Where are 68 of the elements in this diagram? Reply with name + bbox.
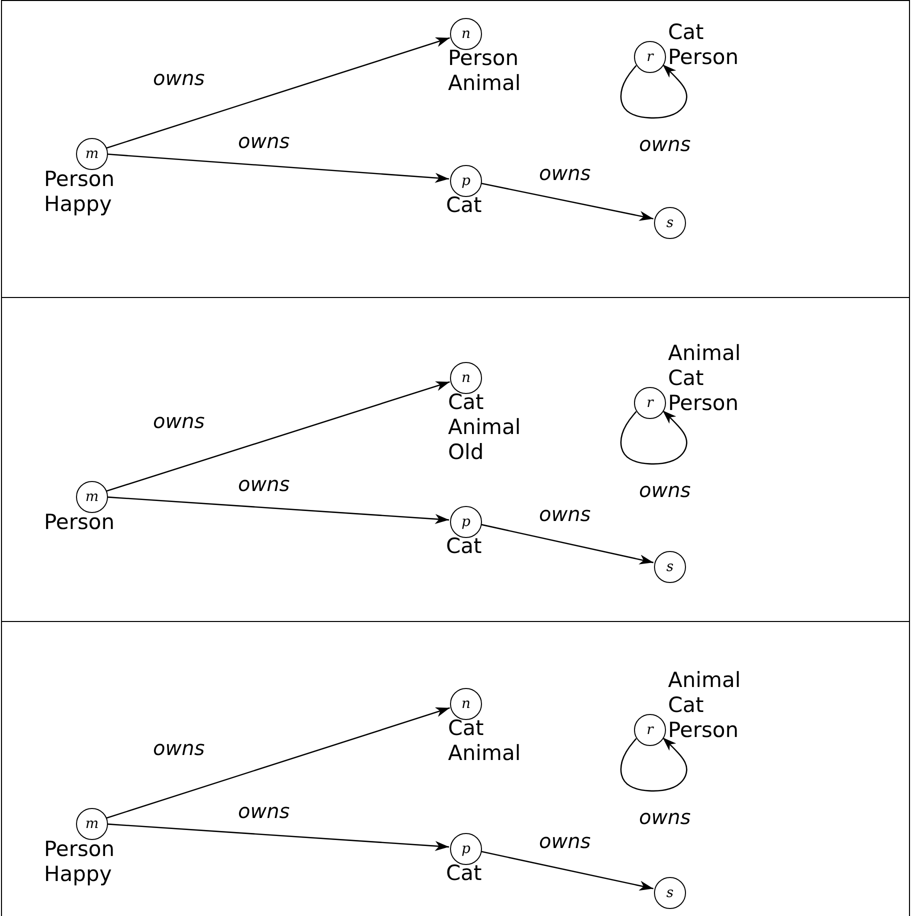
type-label: Cat bbox=[668, 693, 704, 718]
type-label: Cat bbox=[448, 716, 484, 741]
node-circle bbox=[450, 833, 482, 865]
self-loop-arrow bbox=[620, 737, 688, 792]
node-circle bbox=[634, 714, 666, 746]
type-label: Person bbox=[44, 167, 115, 192]
node-letter: r bbox=[646, 50, 654, 64]
node-circle bbox=[654, 207, 686, 239]
node-circle bbox=[76, 808, 108, 840]
type-label: Animal bbox=[448, 71, 521, 96]
arrow bbox=[480, 182, 654, 221]
type-label: Person bbox=[44, 837, 115, 862]
node-letter: s bbox=[666, 886, 674, 900]
node-letter: p bbox=[462, 842, 470, 856]
type-label: Animal bbox=[668, 341, 741, 366]
node-letter: p bbox=[462, 515, 470, 529]
arrow bbox=[106, 496, 450, 524]
arrow bbox=[106, 37, 450, 149]
node-circle bbox=[450, 18, 482, 50]
type-label: Cat bbox=[446, 534, 482, 559]
node-circle bbox=[76, 138, 108, 170]
self-loop-arrow bbox=[620, 64, 688, 119]
arrow bbox=[106, 823, 450, 851]
type-label: Cat bbox=[668, 366, 704, 391]
type-label: Cat bbox=[668, 20, 704, 45]
type-label: Person bbox=[668, 45, 739, 70]
self-loop-arrow bbox=[620, 410, 688, 465]
type-label: Cat bbox=[448, 390, 484, 415]
type-label: Animal bbox=[668, 668, 741, 693]
node-circle bbox=[450, 688, 482, 720]
panel bbox=[1, 621, 910, 916]
node-circle bbox=[634, 41, 666, 73]
node-letter: r bbox=[646, 396, 654, 410]
arrow bbox=[480, 850, 654, 891]
node-letter: s bbox=[666, 560, 674, 574]
panel bbox=[1, 0, 910, 298]
type-label: Old bbox=[448, 440, 484, 465]
node-letter: m bbox=[85, 490, 99, 504]
node-letter: n bbox=[461, 697, 471, 711]
node-circle bbox=[450, 506, 482, 538]
type-label: Happy bbox=[44, 862, 112, 887]
arrow bbox=[480, 524, 654, 564]
type-label: Person bbox=[668, 718, 739, 743]
node-letter: m bbox=[85, 147, 99, 161]
arrow bbox=[106, 381, 450, 492]
type-label: Animal bbox=[448, 415, 521, 440]
type-label: Cat bbox=[446, 193, 482, 218]
node-circle bbox=[634, 387, 666, 419]
node-letter: n bbox=[461, 27, 471, 41]
node-letter: r bbox=[646, 723, 654, 737]
node-circle bbox=[450, 362, 482, 394]
node-letter: p bbox=[462, 174, 470, 188]
type-label: Animal bbox=[448, 741, 521, 766]
node-circle bbox=[654, 551, 686, 583]
type-label: Cat bbox=[446, 861, 482, 886]
node-circle bbox=[450, 165, 482, 197]
type-label: Person bbox=[44, 510, 115, 535]
node-letter: s bbox=[666, 216, 674, 230]
type-label: Person bbox=[448, 46, 519, 71]
arrow bbox=[106, 707, 450, 819]
node-circle bbox=[654, 877, 686, 909]
type-label: Person bbox=[668, 391, 739, 416]
arrow bbox=[106, 154, 450, 183]
node-letter: m bbox=[85, 817, 99, 831]
node-circle bbox=[76, 481, 108, 513]
type-label: Happy bbox=[44, 192, 112, 217]
node-letter: n bbox=[461, 371, 471, 385]
panel bbox=[1, 297, 910, 622]
